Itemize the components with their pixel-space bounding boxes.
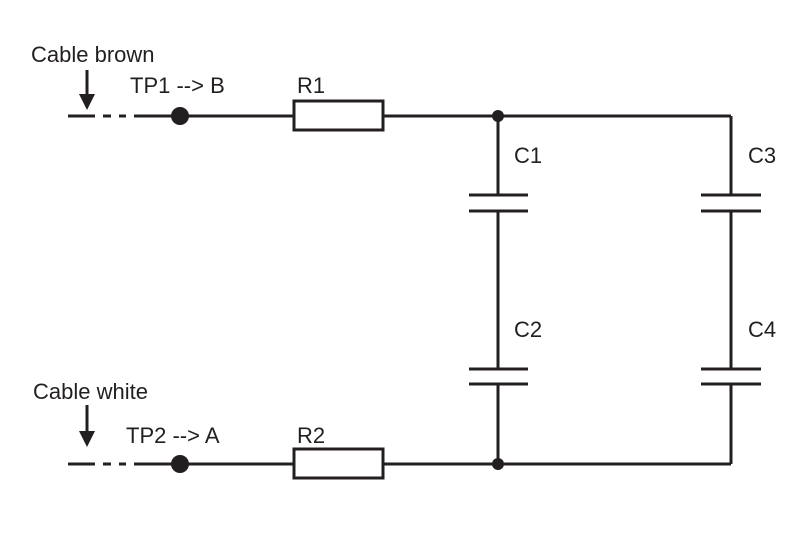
r1-label: R1 xyxy=(297,73,325,98)
cable-brown-arrow-icon xyxy=(79,70,95,110)
tp1-terminal xyxy=(171,107,189,125)
cable-white-label: Cable white xyxy=(33,379,148,404)
tp2-label: TP2 --> A xyxy=(126,423,220,448)
c2-capacitor xyxy=(469,367,528,386)
c4-capacitor xyxy=(701,367,761,386)
c4-label: C4 xyxy=(748,317,776,342)
tp1-label: TP1 --> B xyxy=(130,73,225,98)
c1-capacitor xyxy=(469,193,528,213)
c2-label: C2 xyxy=(514,317,542,342)
c3-label: C3 xyxy=(748,143,776,168)
c3-capacitor xyxy=(701,193,761,213)
bottom-junction-node xyxy=(492,458,504,470)
r2-resistor xyxy=(292,447,385,480)
cable-brown-label: Cable brown xyxy=(31,42,155,67)
tp2-terminal xyxy=(171,455,189,473)
cable-white-arrow-icon xyxy=(79,405,95,447)
r2-label: R2 xyxy=(297,423,325,448)
c1-label: C1 xyxy=(514,143,542,168)
top-junction-node xyxy=(492,110,504,122)
r1-resistor xyxy=(292,99,385,132)
